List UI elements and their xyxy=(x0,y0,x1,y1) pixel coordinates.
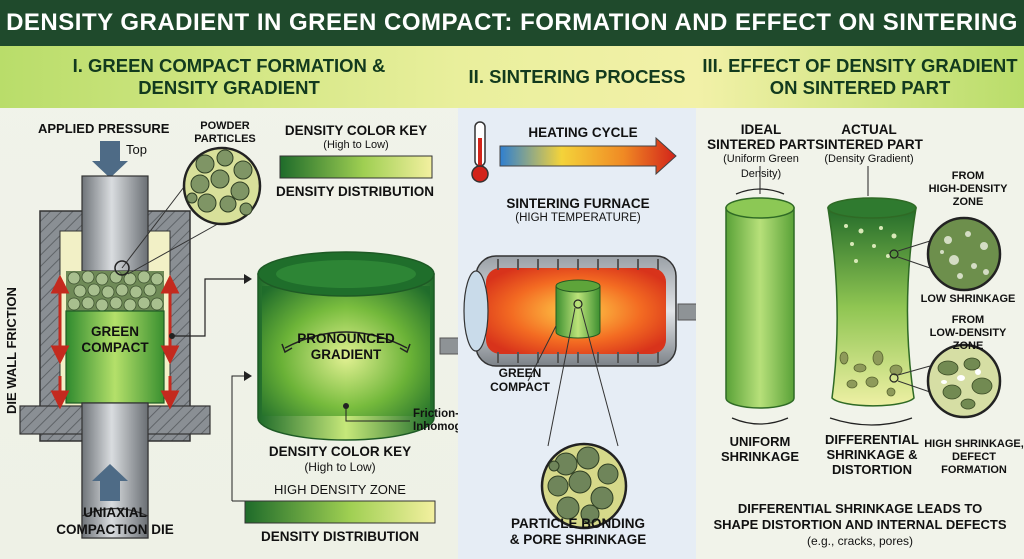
die-wall-friction-label: DIE WALL FRICTION xyxy=(4,287,19,415)
green-compact-body xyxy=(65,310,165,404)
actual-distorted-part xyxy=(827,207,917,407)
panel-sintering-process: II. SINTERING PROCESS xyxy=(458,46,696,559)
sintered-part-comparison xyxy=(725,166,1002,426)
color-key-2-sub: (High to Low) xyxy=(304,460,376,474)
high-temperature-label: (HIGH TEMPERATURE) xyxy=(515,212,641,224)
density-color-key-2 xyxy=(244,500,436,524)
color-key-2-title: DENSITY COLOR KEY xyxy=(268,444,412,459)
applied-pressure-label: APPLIED PRESSURE xyxy=(38,121,170,136)
high-density-zone-label: HIGH DENSITY ZONE xyxy=(274,482,406,497)
pressure-arrow-bottom xyxy=(92,464,128,501)
color-key-2-caption: DENSITY DISTRIBUTION xyxy=(260,529,419,544)
flow-arrow-1 xyxy=(439,337,458,355)
heating-cycle-label: HEATING CYCLE xyxy=(528,125,638,140)
panel-2-heading: II. SINTERING PROCESS xyxy=(458,46,696,108)
sintering-furnace-label: SINTERING FURNACE xyxy=(506,196,650,211)
pressure-arrow-top xyxy=(92,141,128,178)
green-compact-in-furnace xyxy=(555,285,601,339)
panel-green-compact-formation: I. GREEN COMPACT FORMATION &DENSITY GRAD… xyxy=(0,46,503,559)
high-density-magnifier xyxy=(926,216,1002,292)
sintering-furnace-diagram xyxy=(463,121,696,530)
page-title: DENSITY GRADIENT IN GREEN COMPACT: FORMA… xyxy=(0,0,1024,46)
heating-cycle-arrow xyxy=(499,136,677,176)
low-shrinkage-label: LOW SHRINKAGE xyxy=(920,293,1016,305)
color-key-1-caption: DENSITY DISTRIBUTION xyxy=(275,184,434,199)
upper-punch xyxy=(81,175,149,272)
friction-arrows xyxy=(50,274,180,410)
top-label: Top xyxy=(126,142,147,157)
panel-1-heading: I. GREEN COMPACT FORMATION &DENSITY GRAD… xyxy=(0,46,458,108)
color-key-1-sub: (High to Low) xyxy=(323,139,389,151)
density-color-key-1 xyxy=(279,155,433,179)
ideal-part xyxy=(725,207,795,409)
color-key-1-title: DENSITY COLOR KEY xyxy=(284,123,428,138)
compaction-die-diagram xyxy=(19,141,458,539)
particle-bonding-label: PARTICLE BONDING& PORE SHRINKAGE xyxy=(509,516,647,547)
flow-arrow-2 xyxy=(677,303,696,321)
